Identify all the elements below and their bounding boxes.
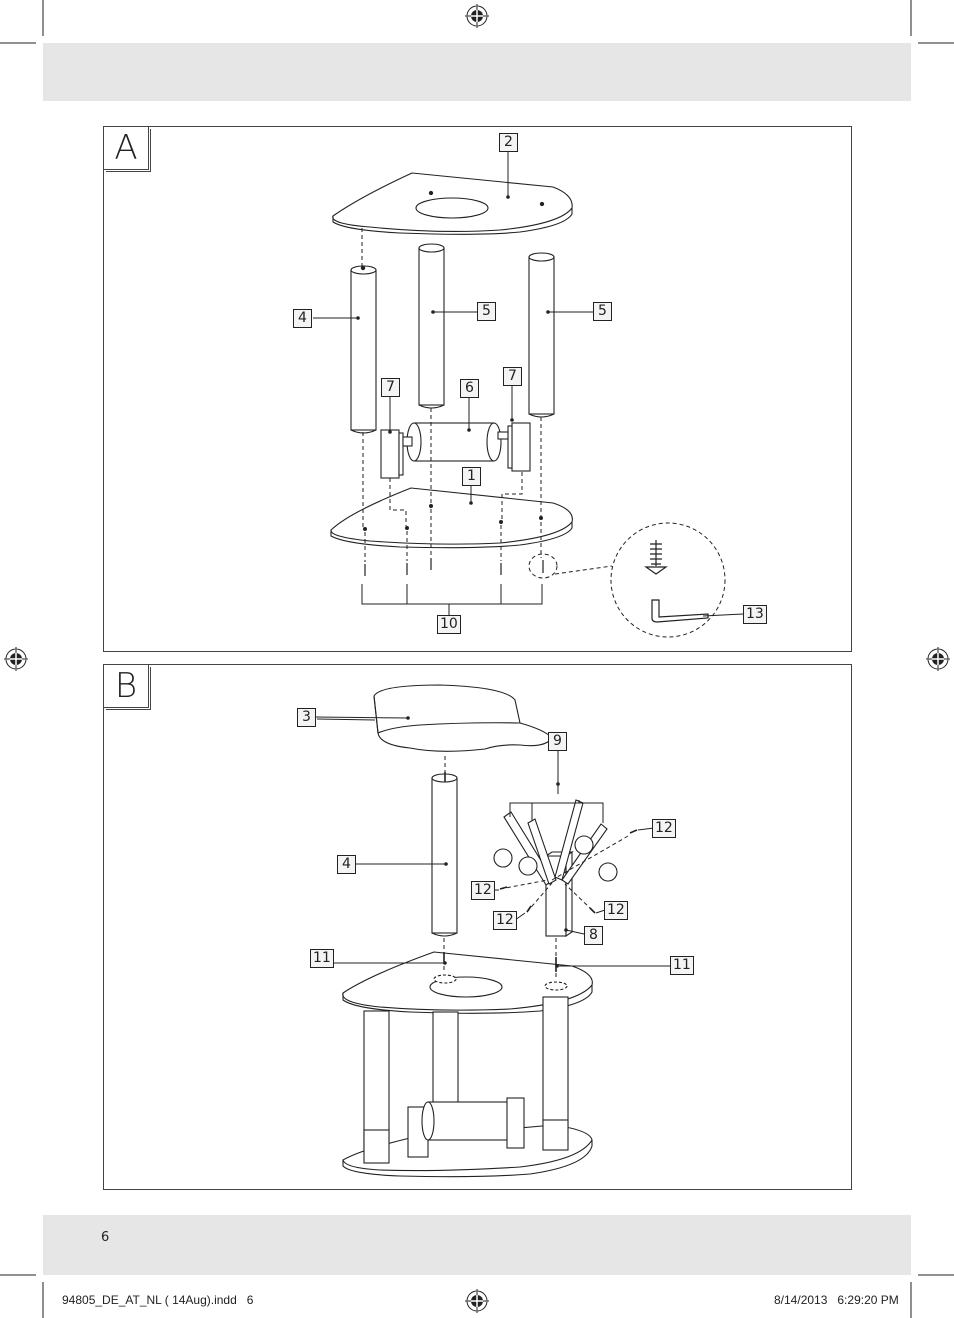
allen-key-icon (644, 540, 709, 623)
screw-icon (364, 558, 544, 576)
registration-mark-icon (465, 1289, 489, 1313)
file-slug: 94805_DE_AT_NL ( 14Aug).indd 6 (62, 1293, 254, 1307)
callout-12: 12 (652, 819, 676, 838)
callout-7: 7 (381, 378, 400, 397)
footer-band (43, 1215, 911, 1275)
callout-8: 8 (584, 926, 603, 945)
callout-12: 12 (471, 881, 495, 900)
callout-4: 4 (293, 309, 312, 328)
bottom-platform (330, 487, 573, 545)
callout-7: 7 (503, 367, 522, 386)
assembly-panel-b: B (103, 664, 852, 1190)
registration-mark-icon (4, 647, 28, 671)
platform-hole (415, 197, 489, 219)
callout-9: 9 (548, 732, 567, 751)
callout-12: 12 (493, 911, 517, 930)
callout-2: 2 (499, 133, 518, 152)
callout-4: 4 (337, 855, 356, 874)
panel-letter: B (104, 665, 151, 710)
callout-5: 5 (593, 302, 612, 321)
page-number: 6 (101, 1230, 110, 1245)
panel-letter: A (104, 127, 151, 172)
registration-mark-icon (926, 647, 950, 671)
header-band (43, 43, 911, 101)
callout-13: 13 (743, 605, 767, 624)
callout-10: 10 (437, 615, 461, 634)
callout-1: 1 (462, 467, 481, 486)
detail-magnifier (610, 522, 726, 638)
post-4 (350, 269, 377, 431)
callout-5: 5 (477, 302, 496, 321)
cat-bed (373, 684, 553, 752)
callout-11: 11 (670, 956, 694, 975)
callout-12: 12 (604, 901, 628, 920)
callout-11: 11 (310, 949, 334, 968)
registration-mark-icon (465, 4, 489, 28)
callout-6: 6 (460, 379, 479, 398)
callout-3: 3 (297, 708, 316, 727)
post-4 (431, 777, 458, 934)
assembly-panel-a: A (103, 126, 852, 652)
timestamp: 8/14/2013 6:29:20 PM (774, 1293, 899, 1307)
